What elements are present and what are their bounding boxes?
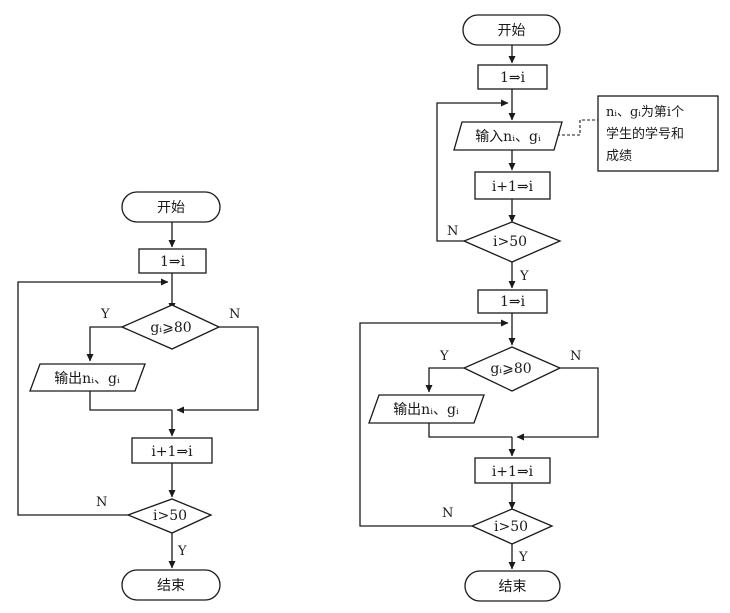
left-increment-label: i+1⇒i [151,444,193,460]
right-end-terminal [464,570,561,602]
left-init-box [138,248,207,274]
left-end-terminal [121,569,221,601]
right-arrow-loop-back1 [436,99,509,242]
left-arrow-no-branch [176,326,259,414]
right-loop2-no-label: N [442,506,453,521]
left-end-label: 结束 [157,578,185,594]
right-init1-box [477,64,548,90]
right-increment1-label: i+1⇒i [492,179,534,195]
right-no-label: N [570,349,581,364]
right-init2-label: 1⇒i [500,294,526,310]
right-increment2-box [474,457,551,484]
right-annotation-line2: 学生的学号和 [606,126,684,142]
right-input-label: 输入nᵢ、gᵢ [475,129,541,145]
right-output-label: 输出nᵢ、gᵢ [393,402,459,418]
right-arrow-output-merge [428,423,512,438]
left-flowchart: 开始 1⇒i gᵢ⩾80 输出nᵢ、gᵢ i+1⇒i i>50 结束 Y N N… [17,191,259,601]
left-arrow-loop-back [17,278,169,516]
left-increment-box [131,437,213,464]
right-end-label: 结束 [499,579,527,595]
right-start-label: 开始 [498,23,526,39]
left-init-label: 1⇒i [160,254,186,270]
right-flowchart: 开始 1⇒i 输入nᵢ、gᵢ i+1⇒i i>50 1⇒i gᵢ⩾80 输出nᵢ… [359,14,719,602]
right-yes-label: Y [439,349,449,364]
right-increment1-box [474,171,551,200]
right-annotation-connector [557,119,598,136]
right-loop1-no-label: N [447,224,458,239]
right-arrow-yes-branch [425,367,464,393]
right-check1-diamond [462,221,562,263]
right-init2-box [477,289,548,314]
right-init1-label: 1⇒i [500,70,526,86]
right-increment2-label: i+1⇒i [492,464,534,480]
left-output-parallelogram [29,363,146,392]
right-start-terminal [462,14,561,46]
left-check-diamond [126,498,213,534]
right-annotation-line3: 成绩 [606,149,632,164]
right-check1-yes-label: Y [519,269,529,284]
right-annotation-box [597,95,719,172]
left-arrow-yes-branch [86,326,122,362]
left-start-label: 开始 [157,200,185,216]
right-check2-diamond [470,508,554,545]
left-yes-label: Y [100,307,110,322]
right-input-parallelogram [453,121,563,151]
right-check1-label: i>50 [493,234,527,250]
left-end-yes-label: Y [177,544,187,559]
left-loop-no-label: N [96,495,107,510]
right-decision-diamond [462,346,562,392]
left-check-label: i>50 [153,508,187,524]
right-check2-label: i>50 [494,519,528,535]
right-end-yes-label: Y [518,550,528,565]
right-annotation-line1: nᵢ、gᵢ为第i个 [606,105,684,120]
left-no-label: N [229,307,240,322]
left-decision-label: gᵢ⩾80 [150,320,191,336]
right-decision-label: gᵢ⩾80 [490,361,531,377]
left-output-label: 输出nᵢ、gᵢ [54,371,120,387]
left-arrow-output-merge [89,391,172,411]
right-arrow-loop-back2 [359,319,509,527]
left-decision-diamond [120,304,221,350]
right-arrow-no-branch [516,367,599,441]
right-output-parallelogram [368,394,485,424]
left-start-terminal [121,191,221,223]
